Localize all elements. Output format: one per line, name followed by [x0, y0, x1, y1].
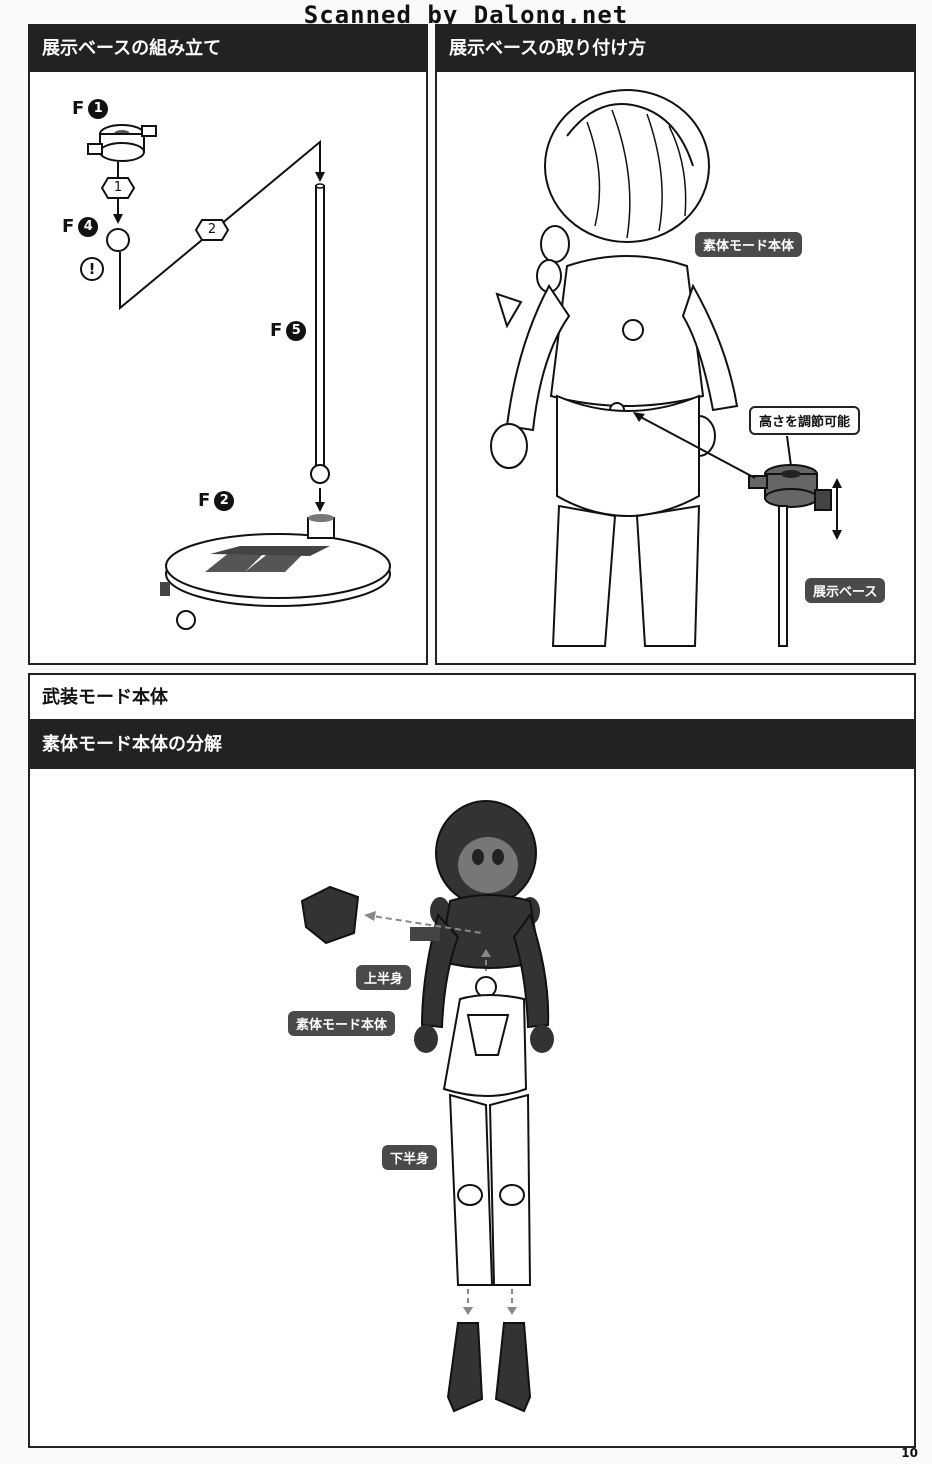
figure-back-illustration — [490, 89, 842, 647]
step-1-marker — [100, 177, 136, 199]
caution-mark: ! — [88, 260, 96, 278]
stand-connector — [748, 464, 832, 647]
step-2-label: 2 — [207, 222, 217, 237]
lower-body-label: 下半身 — [382, 1145, 438, 1170]
display-base-label: 展示ベース — [805, 578, 886, 603]
chest-armor-part — [300, 885, 360, 945]
upper-body-label: 上半身 — [356, 965, 412, 990]
boots-part — [446, 1322, 532, 1413]
caution-icon — [80, 257, 104, 281]
body-mode-label-2: 素体モード本体 — [288, 1011, 396, 1036]
stand-assembly-illustration — [80, 124, 391, 630]
disassembly-subtitle: 素体モード本体の分解 — [30, 721, 914, 769]
step-2-marker — [194, 219, 230, 241]
runner-part — [160, 582, 196, 630]
stand-assembly-panel: 展示ベースの組み立て — [28, 24, 428, 665]
connector-part — [87, 124, 157, 162]
lower-body-part — [442, 994, 532, 1286]
stand-assembly-title: 展示ベースの組み立て — [30, 26, 426, 72]
disassembly-illustration — [300, 800, 554, 1413]
body-mode-label: 素体モード本体 — [695, 232, 803, 257]
step-1-label: 1 — [113, 180, 123, 195]
stand-rod-part — [310, 183, 330, 484]
stand-attach-panel: 展示ベースの取り付け方 — [435, 24, 916, 665]
armed-mode-panel: 武装モード本体 素体モード本体の分解 — [28, 673, 916, 1448]
display-base-part — [165, 514, 391, 607]
ball-joint-part — [106, 228, 130, 252]
figure-head — [430, 800, 540, 953]
page-number: 10 — [901, 1446, 918, 1460]
armed-mode-title: 武装モード本体 — [30, 675, 914, 721]
upper-body-part — [410, 894, 554, 1053]
height-adjust-callout: 高さを調節可能 — [749, 406, 861, 435]
stand-attach-title: 展示ベースの取り付け方 — [437, 26, 914, 72]
